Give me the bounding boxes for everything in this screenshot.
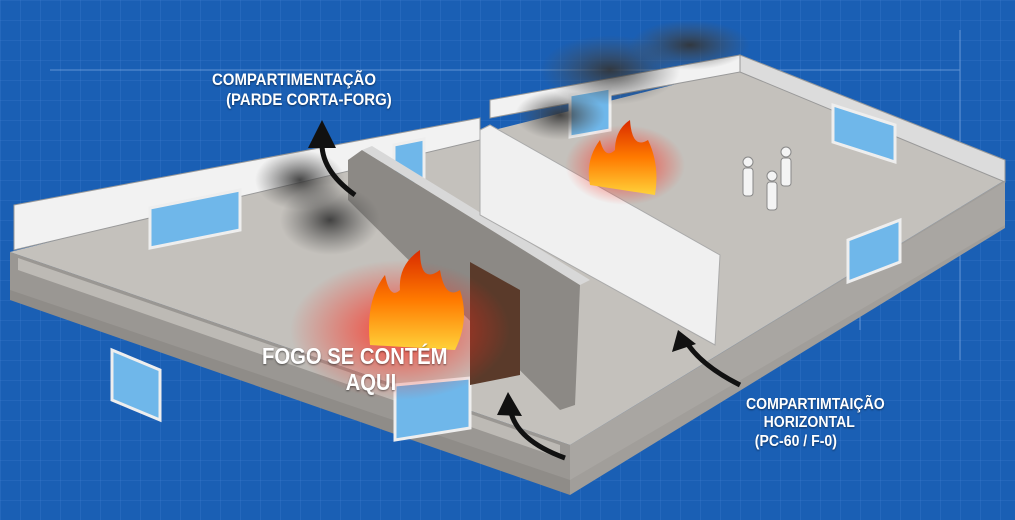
label-line: (PARDE CORTA-FORG) xyxy=(226,89,392,109)
label-line: COMPARTIMENTAÇÃO xyxy=(212,70,376,89)
vertical-compartment-label: COMPARTIMENTAÇÃO (PARDE CORTA-FORG) xyxy=(212,70,392,109)
people-icons xyxy=(742,146,792,211)
label-line: HORIZONTAL xyxy=(763,414,855,432)
fire-contained-label: FOGO SE CONTÉM AQUI xyxy=(262,343,448,396)
smoke xyxy=(255,20,750,255)
horizontal-compartment-label: COMPARTIMTAIÇÃO HORIZONTAL (PC-60 / F-0) xyxy=(746,396,885,451)
label-line: COMPARTIMTAIÇÃO xyxy=(746,396,885,413)
horizontal-fire-wall xyxy=(479,124,721,346)
arrowheads xyxy=(308,120,696,416)
label-line: (PC-60 / F-0) xyxy=(754,432,837,450)
label-line: AQUI xyxy=(345,369,397,396)
flames xyxy=(369,120,657,350)
label-line: FOGO SE CONTÉM xyxy=(262,343,448,369)
